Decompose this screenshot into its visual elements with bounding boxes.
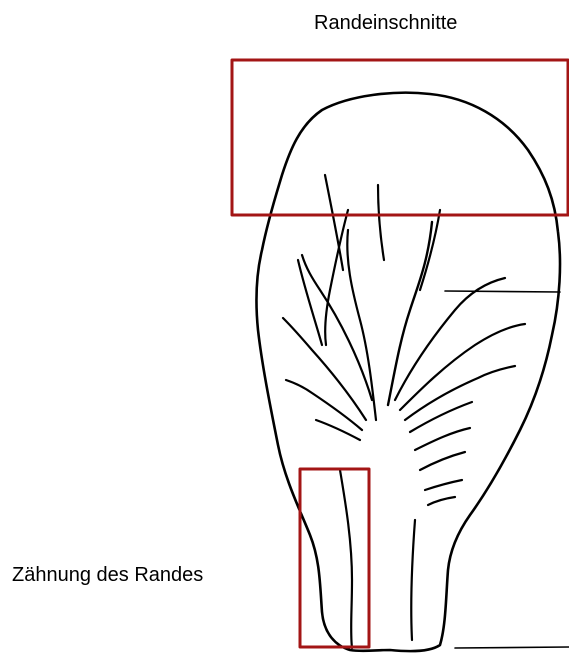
scan-line-1 bbox=[445, 291, 560, 292]
vein-right-7 bbox=[425, 480, 462, 490]
leaf-outline bbox=[256, 93, 560, 651]
lower-blade-line-left bbox=[340, 470, 352, 648]
vein-right-6 bbox=[420, 452, 465, 470]
vein-right-5 bbox=[415, 428, 470, 450]
vein-right-9 bbox=[378, 185, 384, 260]
vein-right-10 bbox=[420, 210, 440, 290]
label-margin-dentation: Zähnung des Randes bbox=[12, 564, 203, 587]
scan-line-2 bbox=[455, 647, 569, 648]
margin-dentation-box bbox=[300, 469, 369, 647]
vein-right-1 bbox=[395, 278, 505, 400]
midrib bbox=[388, 222, 432, 405]
label-margin-incisions: Randeinschnitte bbox=[314, 12, 457, 35]
vein-left-6 bbox=[325, 175, 343, 270]
vein-right-4 bbox=[410, 402, 472, 432]
vein-right-8 bbox=[428, 497, 455, 505]
lower-blade-line-right bbox=[411, 520, 415, 640]
midrib-inner bbox=[347, 230, 376, 420]
vein-right-3 bbox=[405, 366, 515, 420]
